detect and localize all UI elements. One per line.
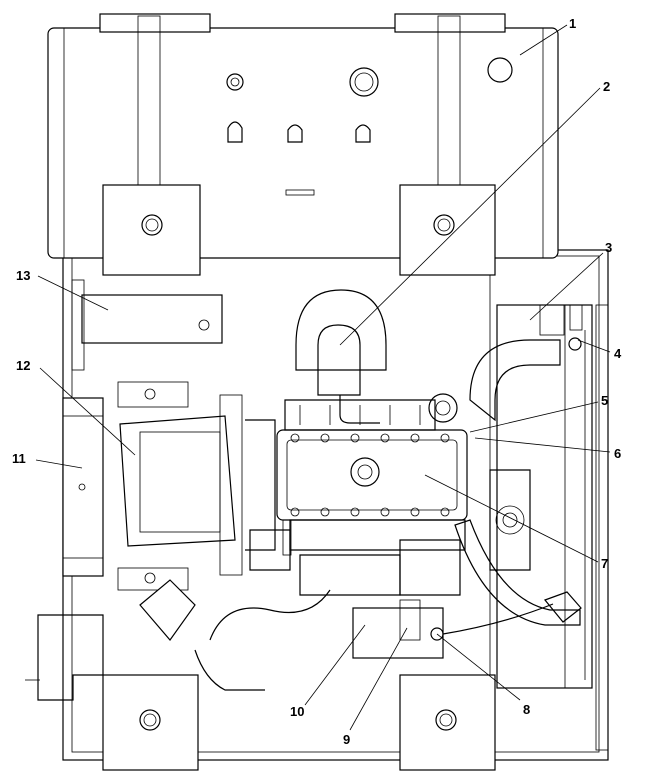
callout-12: 12 [16, 358, 30, 373]
callout-4: 4 [614, 346, 622, 361]
battery [71, 279, 223, 371]
callout-2: 2 [603, 79, 610, 94]
callout-9: 9 [343, 732, 350, 747]
callout-3: 3 [605, 240, 612, 255]
radiator [454, 304, 593, 689]
callout-11: 11 [12, 451, 26, 466]
fuel-system [139, 579, 554, 691]
leader-lines [35, 24, 611, 731]
callout-labels: 1 2 3 4 5 6 7 8 9 10 11 12 13 [12, 16, 622, 747]
left-bracket [25, 614, 104, 701]
callout-5: 5 [601, 393, 608, 408]
lifting-pads [102, 184, 496, 771]
control-module [117, 381, 236, 591]
callout-13: 13 [16, 268, 30, 283]
callout-7: 7 [601, 556, 608, 571]
callout-10: 10 [290, 704, 304, 719]
callout-6: 6 [614, 446, 621, 461]
callout-8: 8 [523, 702, 530, 717]
callout-1: 1 [569, 16, 576, 31]
engine-block [219, 393, 468, 596]
muffler [62, 397, 104, 577]
air-cleaner [295, 289, 387, 424]
